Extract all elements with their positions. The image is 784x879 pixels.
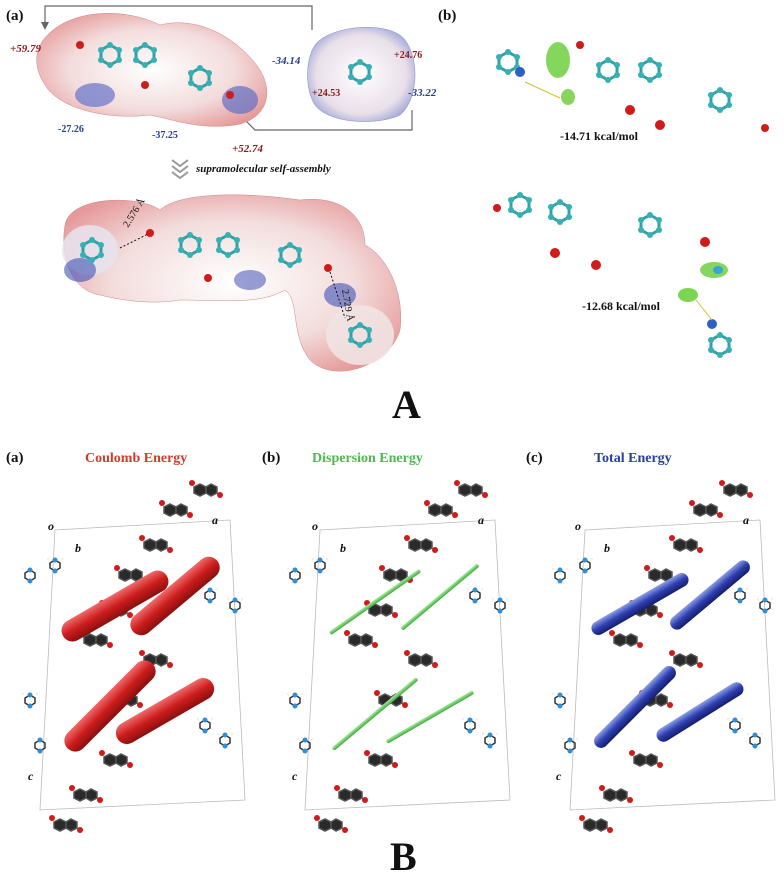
assembly-label: supramolecular self-assembly [195,163,331,175]
pyrazine-region [326,305,394,365]
assembly-arrow [171,159,189,180]
esp-value: +24.53 [312,88,340,99]
negative-region [234,270,266,290]
axis-label-c: c [292,769,298,783]
interaction-energy: -14.71 kcal/mol [560,129,639,143]
esp-value: -34.14 [272,55,301,67]
axis-label-a: a [743,513,749,527]
esp-value: -27.26 [58,124,84,135]
esp-value: -37.25 [152,130,178,141]
nci-complex-1 [494,41,769,132]
connector-line-bottom [244,110,413,131]
axis-label-b: b [75,541,81,555]
negative-region [75,83,115,107]
oxygen-atom [226,91,234,99]
axis-label-o: o [575,519,581,533]
panel-B-big-label: B [390,834,417,874]
esp-value: +24.76 [394,50,422,61]
axis-label-o: o [312,519,318,533]
esp-value: +59.79 [10,43,42,55]
oxygen-atom [324,264,332,272]
negative-region [64,258,96,282]
axis-label-c: c [28,769,34,783]
esp-value: -33.22 [408,87,437,99]
axis-label-a: a [212,513,218,527]
panel-b-label-b: (b) [262,450,280,466]
oxygen-atom [76,41,84,49]
axis-label-b: b [604,541,610,555]
hbond-line [119,233,149,249]
oxygen-atom [141,81,149,89]
crystal-packing-dispersion [286,479,511,834]
axis-label-b: b [340,541,346,555]
axis-label-o: o [48,519,54,533]
axis-label-a: a [478,513,484,527]
pyrazine-esp-surface [307,27,416,122]
coulomb-energy-title: Coulomb Energy [85,451,187,466]
connector-line-top [44,5,313,30]
nci-complex-2 [493,190,734,360]
total-energy-title: Total Energy [594,451,672,466]
panel-b-label-a: (a) [6,450,24,466]
oxygen-atom [146,229,154,237]
panel-A-big-label: A [392,382,421,427]
dispersion-energy-title: Dispersion Energy [312,451,423,466]
axis-label-c: c [556,769,562,783]
negative-region [222,86,258,114]
negative-region [324,283,356,307]
hbond-distance: 2.729 Å [339,288,357,323]
hbond-line [329,271,346,319]
arrow-head [41,22,49,30]
panel-b-label-c: (c) [526,450,543,466]
panel-a-label-b: (b) [438,8,456,24]
interaction-energy: -12.68 kcal/mol [582,299,661,313]
esp-value: +52.74 [232,143,264,155]
crystal-packing-coulomb [21,479,246,834]
crystal-packing-total [551,479,776,834]
oxygen-atom [204,274,212,282]
panel-a-label-a: (a) [6,8,24,24]
